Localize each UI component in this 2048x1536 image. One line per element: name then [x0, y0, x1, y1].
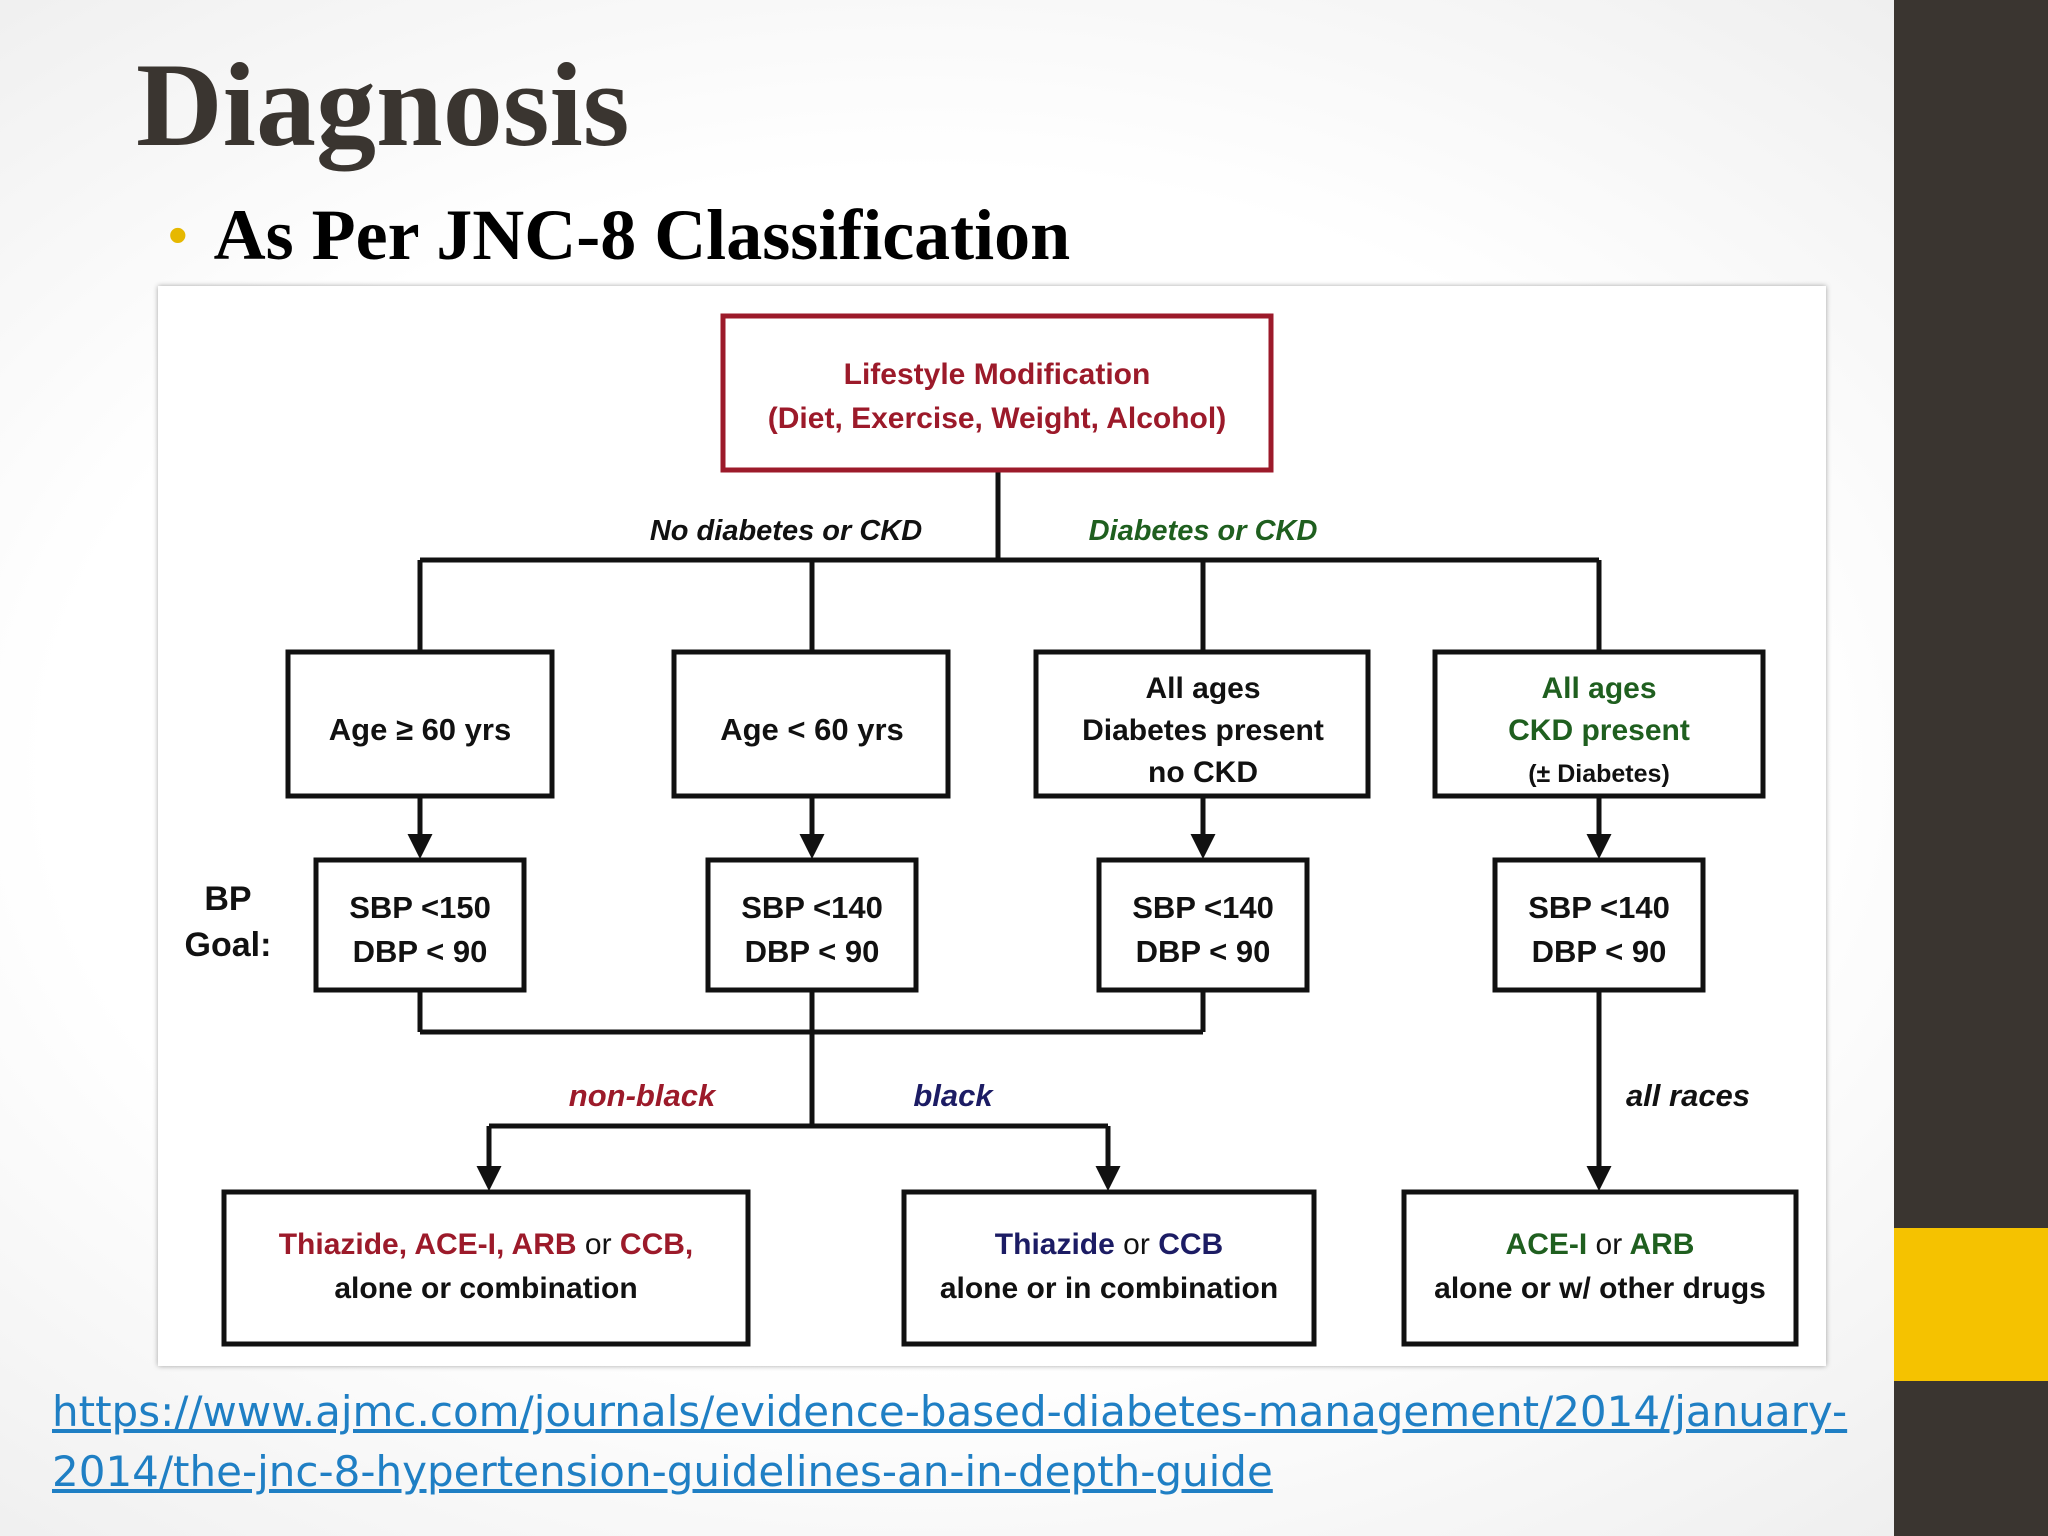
- goal-1-dbp: DBP < 90: [353, 934, 488, 969]
- treatment-all-line2: alone or w/ other drugs: [1434, 1272, 1766, 1305]
- lifestyle-modification-node: Lifestyle Modification (Diet, Exercise, …: [720, 313, 1274, 473]
- group-age-under-60-label: Age < 60 yrs: [720, 712, 904, 747]
- branch-label-no-diabetes: No diabetes or CKD: [650, 515, 922, 547]
- root-line1: Lifestyle Modification: [844, 358, 1151, 391]
- flowchart-svg: Lifestyle Modification (Diet, Exercise, …: [185, 313, 1799, 1347]
- treatment-all-drug1: ACE-I: [1506, 1228, 1588, 1261]
- svg-text:Thiazide or CC: Thiazide or CCB: [995, 1228, 1223, 1261]
- treatment-all-races: ACE-I or ARB alone or w/ other drugs: [1401, 1189, 1799, 1347]
- goal-3-sbp: SBP <140: [1132, 890, 1274, 925]
- goal-4-dbp: DBP < 90: [1532, 934, 1667, 969]
- group-diabetes-line1: All ages: [1145, 672, 1260, 705]
- source-link[interactable]: https://www.ajmc.com/journals/evidence-b…: [52, 1382, 1882, 1502]
- goal-box-1: SBP <150 DBP < 90: [313, 857, 527, 993]
- bullet-row: • As Per JNC-8 Classification: [168, 190, 1070, 280]
- goal-2-dbp: DBP < 90: [745, 934, 880, 969]
- treatment-b-drug2: CCB: [1158, 1228, 1223, 1261]
- treatment-b-drug1: Thiazide: [995, 1228, 1115, 1261]
- goal-4-sbp: SBP <140: [1528, 890, 1670, 925]
- goal-3-dbp: DBP < 90: [1136, 934, 1271, 969]
- goal-box-4: SBP <140 DBP < 90: [1492, 857, 1706, 993]
- group-ckd: All ages CKD present (± Diabetes): [1432, 649, 1766, 799]
- group-diabetes: All ages Diabetes present no CKD: [1033, 649, 1371, 799]
- treatment-nb-line2: alone or combination: [334, 1272, 637, 1305]
- svg-text:ACE-I or ARB: ACE-I or ARB: [1506, 1228, 1695, 1261]
- connector-lines: [407, 470, 1612, 1191]
- treatment-black: Thiazide or CCB alone or in combination: [901, 1189, 1317, 1347]
- bullet-text: As Per JNC-8 Classification: [213, 194, 1071, 275]
- source-link-line1: https://www.ajmc.com/journals/evidence-b…: [52, 1387, 1848, 1436]
- bullet-dot-icon: •: [168, 203, 188, 266]
- side-bar-accent: [1894, 1228, 2048, 1381]
- goal-box-3: SBP <140 DBP < 90: [1096, 857, 1310, 993]
- group-ckd-line1: All ages: [1541, 672, 1656, 705]
- race-label-black: black: [913, 1078, 994, 1113]
- group-age-under-60: Age < 60 yrs: [671, 649, 951, 799]
- bp-goal-label-line2: Goal:: [185, 926, 272, 964]
- group-age-60-plus: Age ≥ 60 yrs: [285, 649, 555, 799]
- source-link-line2: 2014/the-jnc-8-hypertension-guidelines-a…: [52, 1447, 1273, 1496]
- treatment-nb-drug4: CCB,: [620, 1228, 693, 1261]
- goal-2-sbp: SBP <140: [741, 890, 883, 925]
- group-diabetes-line2: Diabetes present: [1082, 714, 1324, 747]
- treatment-all-drug2: ARB: [1629, 1228, 1694, 1261]
- goal-1-sbp: SBP <150: [349, 890, 491, 925]
- group-ckd-line3: (± Diabetes): [1528, 760, 1670, 788]
- treatment-nb-drug2: ACE-I,: [414, 1228, 504, 1261]
- goal-box-2: SBP <140 DBP < 90: [705, 857, 919, 993]
- race-label-all: all races: [1626, 1078, 1750, 1113]
- treatment-b-line2: alone or in combination: [940, 1272, 1278, 1305]
- root-line2: (Diet, Exercise, Weight, Alcohol): [768, 402, 1226, 435]
- bp-goal-label-line1: BP: [204, 880, 251, 918]
- treatment-b-or: or: [1123, 1228, 1150, 1261]
- treatment-nb-or: or: [585, 1228, 612, 1261]
- treatment-all-or: or: [1596, 1228, 1623, 1261]
- treatment-non-black: Thiazide, ACE-I, ARB or CCB, alone or co…: [221, 1189, 751, 1347]
- flowchart-figure: Lifestyle Modification (Diet, Exercise, …: [158, 286, 1826, 1366]
- slide-title: Diagnosis: [136, 38, 630, 171]
- race-label-non-black: non-black: [569, 1078, 717, 1113]
- group-ckd-line2: CKD present: [1508, 714, 1690, 747]
- treatment-nb-drug3: ARB: [512, 1228, 577, 1261]
- group-diabetes-line3: no CKD: [1148, 756, 1258, 789]
- svg-text:Thiazide, ACE-I,: Thiazide, ACE-I, ARB or CCB,: [279, 1228, 694, 1261]
- branch-label-diabetes: Diabetes or CKD: [1089, 515, 1318, 547]
- group-age-60-plus-label: Age ≥ 60 yrs: [329, 712, 511, 747]
- treatment-nb-drug1: Thiazide,: [279, 1228, 407, 1261]
